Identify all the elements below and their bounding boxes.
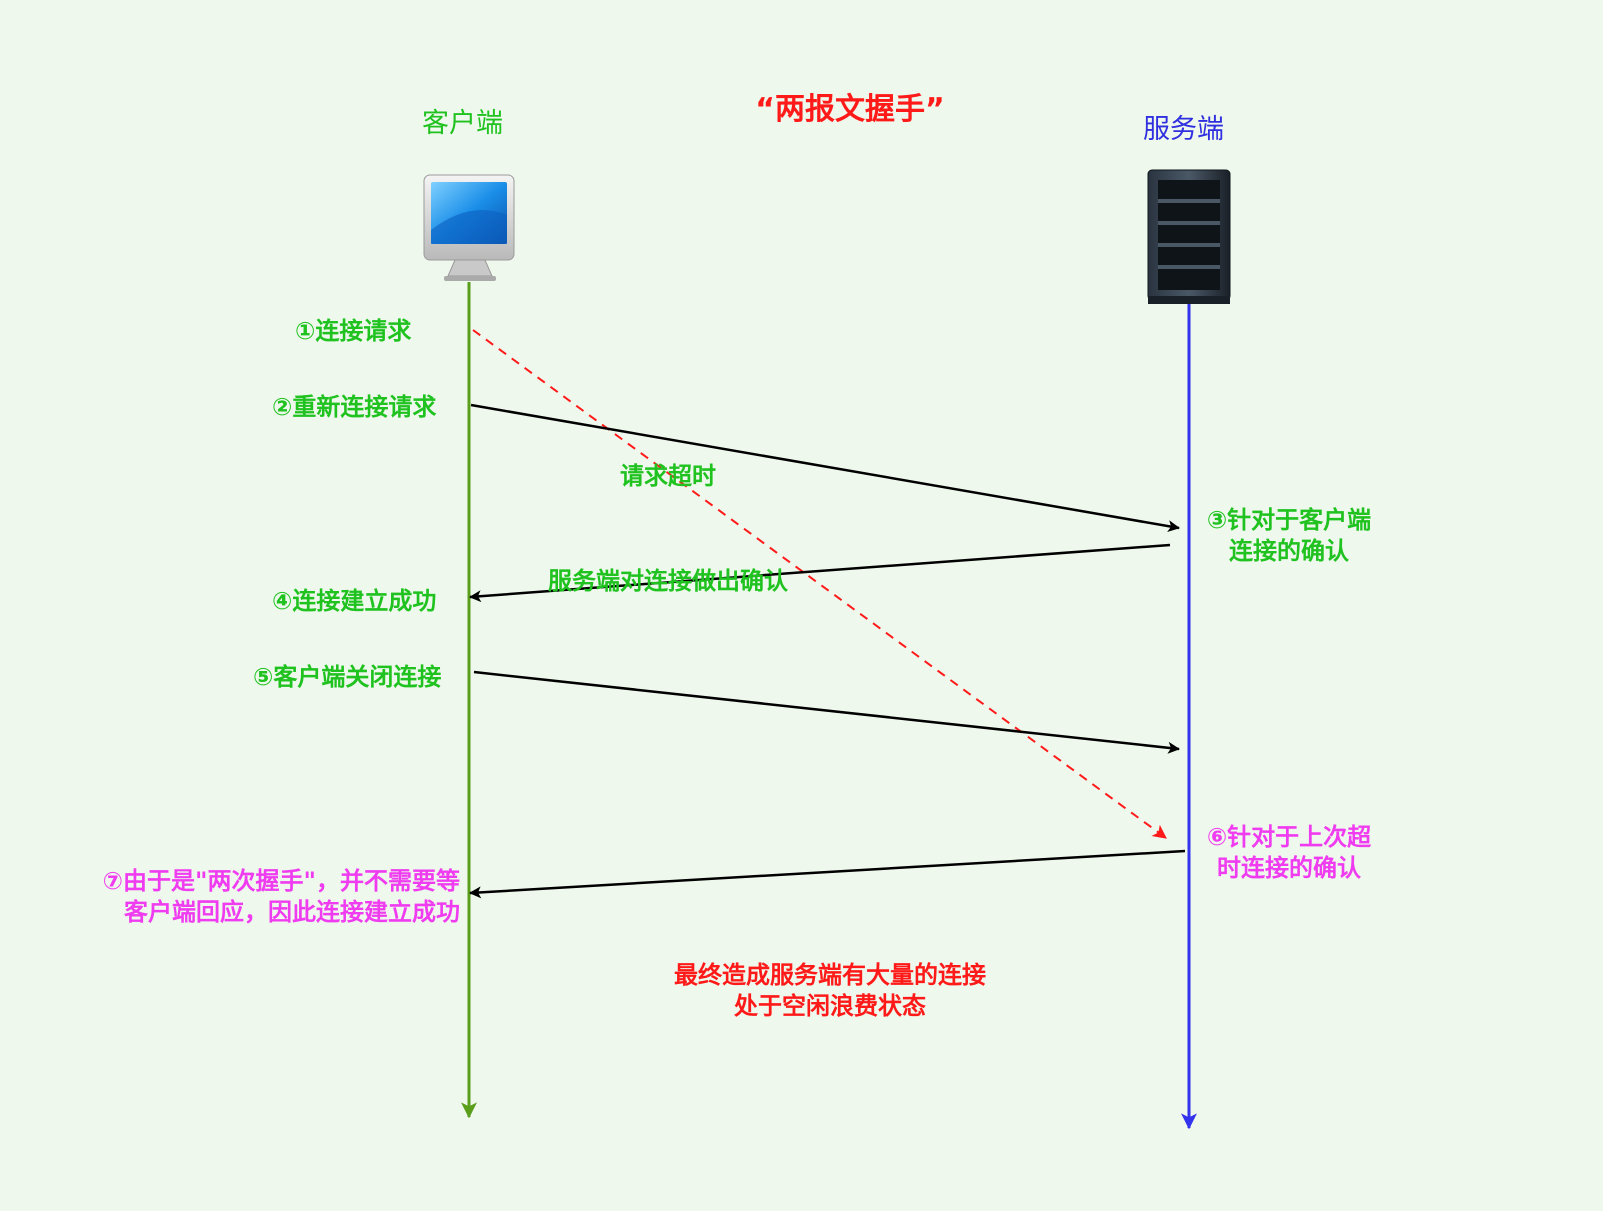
server-confirm-label: 服务端对连接做出确认: [548, 567, 788, 595]
server-rack-icon: [1147, 169, 1231, 304]
timeout-label: 请求超时: [620, 462, 716, 490]
step-7-line-2: 客户端回应，因此连接建立成功: [124, 898, 460, 927]
step-5-label: ⑤客户端关闭连接: [253, 663, 442, 691]
stale-confirm-arrow: [469, 849, 1186, 899]
server-label: 服务端: [1143, 114, 1224, 145]
conclusion-note: 最终造成服务端有大量的连接 处于空闲浪费状态: [630, 960, 1030, 1022]
conclusion-line-1: 最终造成服务端有大量的连接: [674, 961, 986, 989]
step-3-line-2: 连接的确认: [1229, 537, 1349, 566]
step-3-label: ③针对于客户端 连接的确认: [1189, 505, 1389, 567]
diagram-title: “两报文握手”: [755, 92, 945, 127]
conclusion-line-2: 处于空闲浪费状态: [734, 992, 926, 1021]
step-3-line-1: ③针对于客户端: [1206, 506, 1372, 534]
step-7-line-1: ⑦由于是"两次握手"，并不需要等: [102, 867, 460, 895]
desktop-computer-icon: [423, 174, 515, 281]
step-6-label: ⑥针对于上次超 时连接的确认: [1189, 822, 1389, 884]
server-confirm-arrow: [469, 543, 1171, 603]
step-1-label: ①连接请求: [295, 317, 412, 345]
step-7-label: ⑦由于是"两次握手"，并不需要等 客户端回应，因此连接建立成功: [40, 866, 460, 928]
step-4-label: ④连接建立成功: [272, 587, 437, 615]
step-6-line-2: 时连接的确认: [1217, 854, 1361, 883]
reconnect-request-arrow: [470, 403, 1180, 533]
client-close-arrow: [473, 670, 1180, 754]
step-2-label: ②重新连接请求: [272, 393, 437, 421]
client-label: 客户端: [422, 108, 503, 139]
step-6-line-1: ⑥针对于上次超: [1206, 823, 1372, 851]
